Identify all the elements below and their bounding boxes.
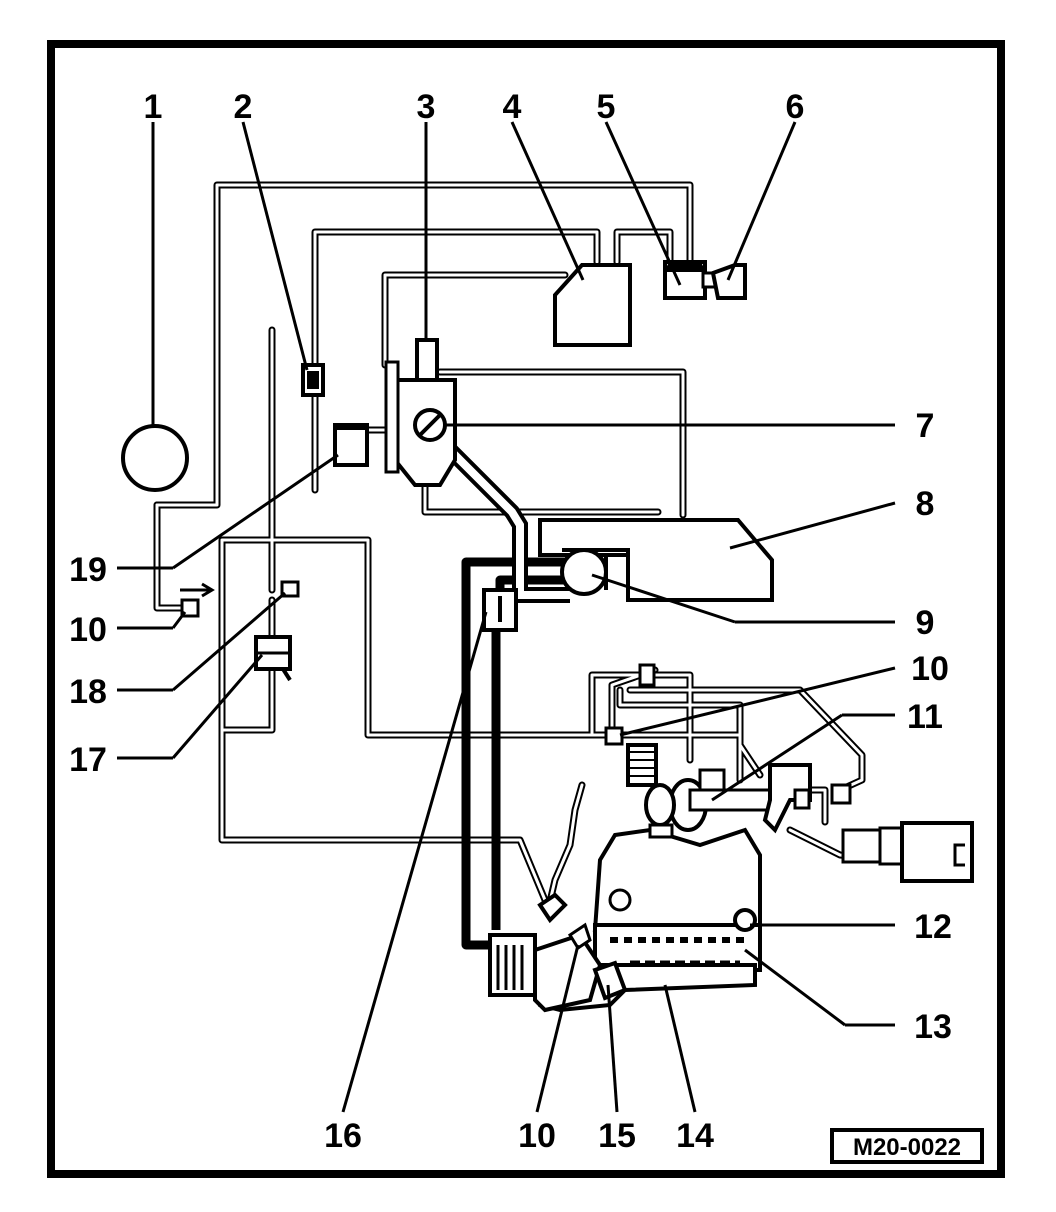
- throttle-duct-inner: [425, 425, 570, 599]
- callout-3: 3: [417, 88, 436, 126]
- hose-top-loop-inner: [155, 183, 692, 507]
- hose-16-up: [495, 575, 565, 590]
- engine-assembly: [488, 827, 762, 1013]
- hose-valve3-right-inner: [438, 370, 685, 517]
- check-valve-18: [280, 580, 300, 598]
- callout-17: 17: [69, 741, 107, 779]
- connector-right: [830, 783, 852, 805]
- vacuum-reservoir: [121, 424, 189, 492]
- leader-14: [663, 984, 697, 1113]
- reference-code-box: M20-0022: [830, 1128, 984, 1164]
- callout-15: 15: [598, 1117, 636, 1155]
- callout-11: 11: [907, 698, 943, 736]
- leader-11: [711, 713, 843, 802]
- leader-lines: [117, 121, 896, 1113]
- callout-10-bottom: 10: [518, 1117, 556, 1155]
- leader-9: [591, 573, 736, 624]
- hose-valve3-bottom-inner: [423, 481, 660, 514]
- fitting-11-body: [698, 768, 726, 792]
- main-vacuum-hose: [461, 557, 595, 950]
- leader-10b: [535, 944, 580, 1113]
- hose-valve5-loop-inner: [313, 230, 672, 492]
- intake-hose-fitting: [537, 892, 568, 924]
- engine-sensor-12: [733, 908, 757, 932]
- leader-16: [341, 611, 488, 1113]
- valve-3-side: [384, 360, 400, 474]
- hose-left-vertical: [153, 501, 194, 612]
- hose-valve3-right: [436, 368, 687, 519]
- throttle-plate: [418, 413, 442, 437]
- intake-hose-fitting-2: [567, 922, 592, 951]
- vacuum-valve-3: [415, 338, 439, 384]
- regulator-left: [644, 783, 676, 827]
- regulator-stem: [648, 823, 674, 839]
- callout-4: 4: [503, 88, 522, 126]
- throttle-body-housing: [562, 548, 630, 595]
- reference-code-frame: [830, 1128, 984, 1164]
- leader-15: [606, 984, 619, 1113]
- leader-10a: [619, 666, 896, 737]
- callout-13: 13: [914, 1008, 952, 1046]
- callout-12: 12: [914, 908, 952, 946]
- control-box-socket: [953, 843, 965, 867]
- leader-4: [510, 121, 585, 281]
- fitting-11-rail: [688, 788, 772, 812]
- hose-valve3-bottom: [421, 479, 662, 516]
- hose-valve3-to-4: [381, 271, 569, 369]
- hose-valve3-to-4-inner: [383, 273, 567, 367]
- sensor-6: [710, 263, 747, 300]
- valve-11-body: [762, 763, 812, 834]
- flow-arrow: [180, 582, 215, 598]
- callout-19: 19: [69, 551, 107, 589]
- callout-9: 9: [916, 604, 935, 642]
- pressure-valve-19: [333, 423, 369, 467]
- engine-cap: [608, 888, 632, 912]
- manifold-sensor-15: [592, 960, 628, 1001]
- leader-18b: [172, 591, 286, 692]
- reference-code: M20-0022: [853, 1134, 961, 1161]
- callout-10-right: 10: [911, 650, 949, 688]
- hose-connector-10-left: [180, 598, 200, 618]
- leader-13: [744, 948, 846, 1027]
- hose-intake-snake-inner: [546, 783, 584, 912]
- fitting-middle-10: [604, 726, 624, 746]
- leader-8: [729, 501, 896, 550]
- leader-2: [241, 121, 309, 371]
- hose-18-riser-inner: [220, 328, 547, 902]
- intake-duct-grille: [496, 945, 524, 990]
- check-valve-2-core: [307, 371, 319, 389]
- control-unit-4: [553, 263, 632, 347]
- callout-16: 16: [324, 1117, 362, 1155]
- diagram-border: [47, 40, 1005, 1178]
- callout-7: 7: [916, 407, 935, 445]
- fitting-top-10: [638, 663, 656, 687]
- callout-10-left: 10: [69, 611, 107, 649]
- leader-10c-b: [171, 611, 187, 629]
- valve-17-tail: [281, 667, 292, 682]
- callout-1: 1: [144, 88, 163, 126]
- valve-11-cap: [793, 788, 811, 810]
- intake-elbow: [533, 932, 603, 1013]
- callout-2: 2: [234, 88, 253, 126]
- leader-17b: [171, 654, 264, 759]
- hose-17-loop-inner: [220, 538, 657, 737]
- intake-plenum-8: [538, 518, 774, 602]
- callout-8: 8: [916, 485, 935, 523]
- control-box: [900, 821, 974, 883]
- leader-6: [726, 121, 797, 281]
- callout-18: 18: [69, 673, 107, 711]
- leader-5: [604, 121, 682, 286]
- callout-labels: 1 2 3 4 5 6 7 8 9 10 11 12 13 14 15 10 1…: [69, 88, 952, 1155]
- leader-19b: [172, 453, 339, 570]
- callout-5: 5: [597, 88, 616, 126]
- callout-6: 6: [786, 88, 805, 126]
- fitting-stack-lines: [630, 751, 654, 777]
- throttle-body-9: [560, 548, 608, 596]
- hose-engine-long-inner: [628, 688, 864, 792]
- hose-left-vertical-inner: [155, 503, 192, 610]
- valve-5-cap: [664, 260, 706, 272]
- callout-14: 14: [676, 1117, 714, 1155]
- hose-engine-mid-inner: [610, 733, 742, 782]
